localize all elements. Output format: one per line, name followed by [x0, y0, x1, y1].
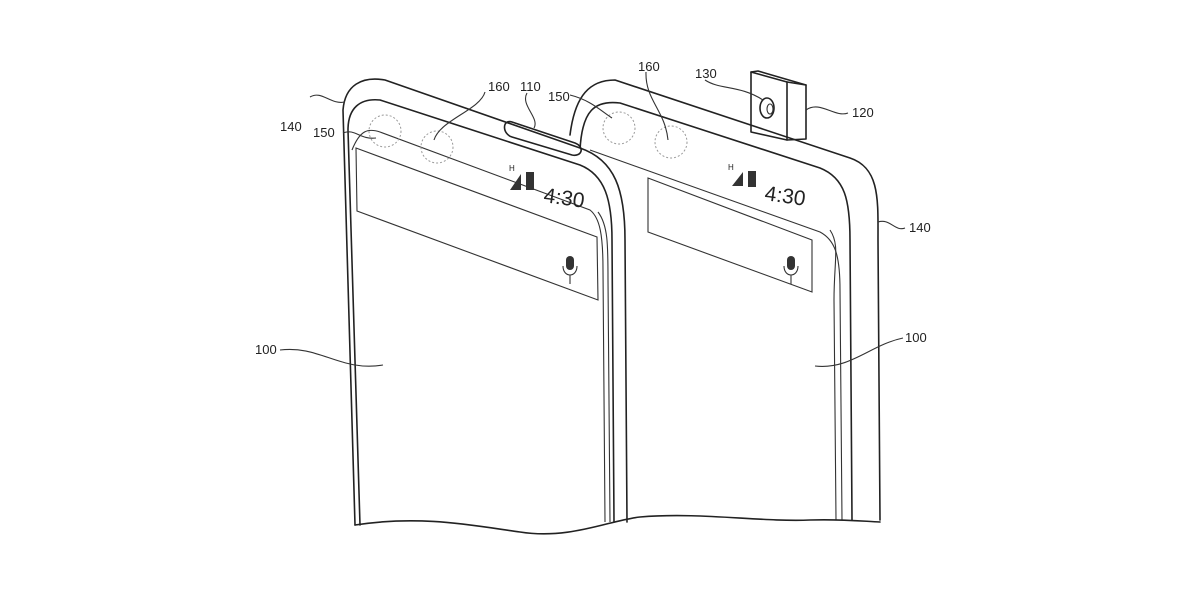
battery-icon: [526, 172, 534, 190]
break-line: [354, 514, 881, 535]
label-150-left: 150: [313, 125, 335, 140]
label-110: 110: [520, 79, 541, 94]
signal-icon: [510, 174, 521, 190]
left-status-bar: H 4:30: [509, 164, 586, 213]
label-140-left: 140: [280, 119, 302, 134]
label-100-right: 100: [905, 330, 927, 345]
right-sensor-150: [602, 111, 636, 145]
right-mic-icon: [783, 256, 799, 284]
left-sensor-150: [368, 114, 402, 148]
left-sensor-160: [420, 130, 454, 164]
left-phone-inner-bezel: [347, 99, 615, 526]
right-sensor-160: [654, 125, 688, 159]
signal-icon: [732, 172, 743, 186]
notch-110: [503, 120, 582, 157]
label-120: 120: [852, 105, 874, 120]
left-search-bar: [355, 147, 599, 301]
camera-lens-icon: [759, 97, 775, 119]
right-search-bar: [647, 177, 813, 293]
reference-labels: 140 150 160 110 150 160 130 120 140 100 …: [255, 59, 931, 357]
right-phone-outer-frame: [569, 79, 881, 521]
network-type-icon: H: [728, 163, 734, 172]
label-160-right: 160: [638, 59, 660, 74]
right-status-bar: H 4:30: [728, 163, 807, 211]
label-100-left: 100: [255, 342, 277, 357]
right-phone-inner-bezel: [579, 101, 853, 521]
right-clock: 4:30: [763, 182, 807, 210]
battery-icon: [748, 171, 756, 187]
label-140-right: 140: [909, 220, 931, 235]
left-phone: H 4:30: [342, 78, 628, 526]
network-type-icon: H: [509, 164, 515, 173]
popup-camera-module: [750, 70, 807, 141]
right-phone: H 4:30: [569, 70, 881, 521]
label-160-left: 160: [488, 79, 510, 94]
leader-lines: [279, 71, 906, 367]
left-mic-icon: [562, 256, 578, 284]
left-clock: 4:30: [542, 184, 586, 212]
label-150-right: 150: [548, 89, 570, 104]
label-130: 130: [695, 66, 717, 81]
left-phone-outer-frame: [342, 78, 628, 526]
